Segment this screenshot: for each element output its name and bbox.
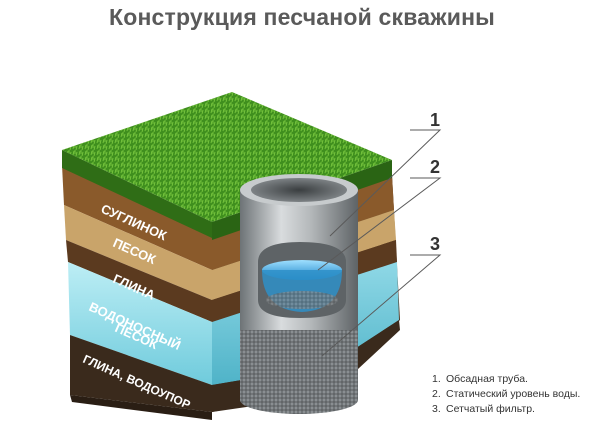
callout-number-2: 2 [430, 157, 440, 177]
callout-line-3 [321, 254, 442, 357]
layer-clay [66, 240, 212, 322]
casing-pipe [240, 174, 358, 414]
layer-loam [62, 165, 212, 270]
legend-text: Статический уровень воды. [446, 388, 581, 400]
layer-aquitard [70, 335, 212, 412]
legend-number: 2. [432, 388, 441, 400]
layer-sand [64, 205, 212, 300]
callout-number-3: 3 [430, 234, 440, 254]
legend-item: 2. Статический уровень воды. [432, 387, 580, 402]
page-title: Конструкция песчаной скважины [108, 4, 496, 30]
legend-item: 1. Обсадная труба. [432, 372, 580, 387]
callout-number-1: 1 [430, 110, 440, 130]
layer-aquifer [68, 262, 212, 385]
callout-line-1 [329, 129, 442, 237]
legend-item: 3. Сетчатый фильтр. [432, 402, 580, 417]
legend: 1. Обсадная труба. 2. Статический уровень … [432, 372, 580, 417]
legend-text: Сетчатый фильтр. [446, 403, 535, 415]
callout-line-2 [317, 177, 442, 271]
legend-text: Обсадная труба. [446, 373, 528, 385]
block-front-face [62, 165, 212, 420]
legend-number: 3. [432, 403, 441, 415]
callouts [317, 129, 442, 357]
legend-number: 1. [432, 373, 441, 385]
pipe-opening [251, 178, 347, 202]
